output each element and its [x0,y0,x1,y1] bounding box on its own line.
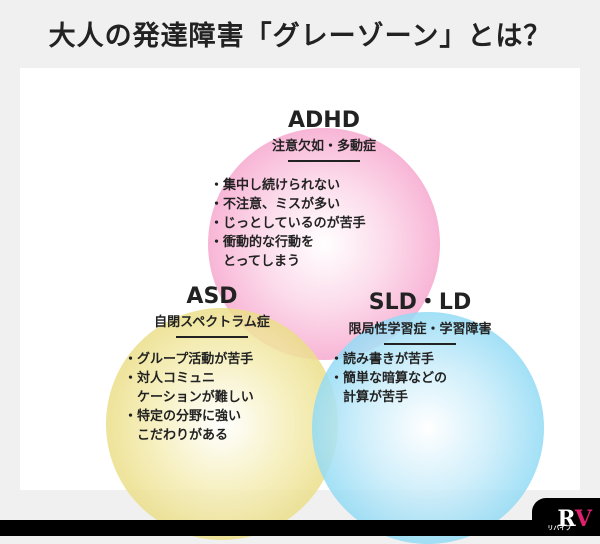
list-item: ・簡単な暗算などの [330,371,448,386]
asd-list: ・グループ活動が苦手 ・対人コミュニ ケーションが難しい ・特定の分野に強い こ… [124,350,254,445]
sld-list: ・読み書きが苦手 ・簡単な暗算などの 計算が苦手 [330,350,447,407]
list-item: ・衝動的な行動を [210,235,315,250]
list-item: 計算が苦手 [330,390,409,405]
sld-circle [312,312,544,544]
sld-heading: SLD・LD 限局性学習症・学習障害 [310,284,530,345]
list-item: ・読み書きが苦手 [330,352,435,367]
asd-heading: ASD 自閉スペクトラム症 [112,284,312,338]
page-title: 大人の発達障害「グレーゾーン」とは？ [48,21,552,52]
list-item: こだわりがある [124,428,229,443]
sld-name: SLD・LD [368,290,472,315]
venn-diagram: ADHD 注意欠如・多動症 ・集中し続けられない ・不注意、ミスが多い ・じっと… [20,68,580,544]
list-item: ・対人コミュニ [124,371,216,386]
adhd-heading: ADHD 注意欠如・多動症 [224,108,424,162]
logo-caption: リバイブ [547,525,572,532]
asd-circle [106,308,338,540]
adhd-name: ADHD [288,108,360,133]
sld-subtitle: 限局性学習症・学習障害 [348,322,492,337]
list-item: ・じっとしているのが苦手 [210,216,366,231]
asd-subtitle: 自閉スペクトラム症 [154,315,270,330]
divider [176,336,248,338]
list-item: ・特定の分野に強い [124,409,242,424]
list-item: ケーションが難しい [124,390,254,405]
list-item: ・集中し続けられない [210,178,341,193]
list-item: とってしまう [210,254,300,269]
list-item: ・グループ活動が苦手 [124,352,254,367]
list-item: ・不注意、ミスが多い [210,197,341,212]
adhd-subtitle: 注意欠如・多動症 [271,139,376,154]
divider [384,343,456,345]
asd-name: ASD [186,284,238,309]
divider [288,160,360,162]
adhd-list: ・集中し続けられない ・不注意、ミスが多い ・じっとしているのが苦手 ・衝動的な… [210,176,366,271]
footer-bar [0,520,600,536]
